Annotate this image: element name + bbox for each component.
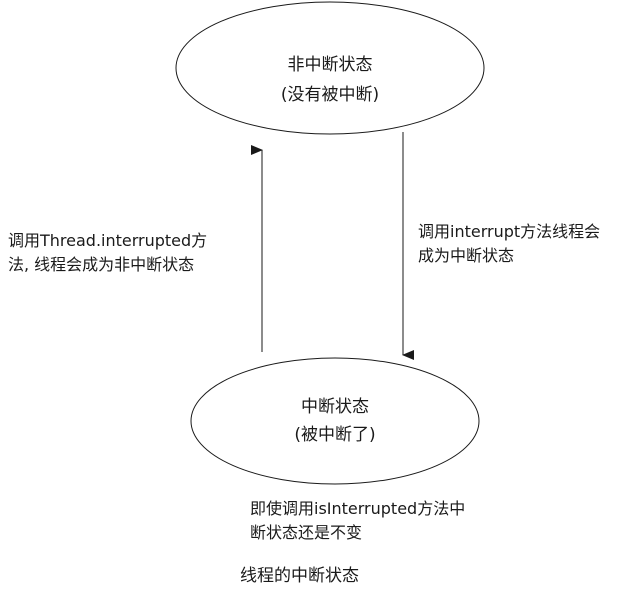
transition-label-interrupt-method-line2: 成为中断状态	[418, 246, 515, 265]
state-non-interrupted-subtitle: (没有被中断)	[281, 85, 379, 105]
transition-label-interrupted-method-line1: 调用Thread.interrupted方	[8, 231, 208, 250]
transition-label-interrupt-method-line1: 调用interrupt方法线程会	[418, 222, 601, 241]
note-isinterrupted-line2: 断状态还是不变	[250, 523, 363, 542]
state-non-interrupted-title: 非中断状态	[288, 55, 373, 75]
state-non-interrupted: 非中断状态 (没有被中断)	[175, 1, 485, 135]
note-isinterrupted: 即使调用isInterrupted方法中 断状态还是不变	[250, 497, 465, 545]
figure-caption: 线程的中断状态	[240, 566, 359, 586]
state-non-interrupted-ellipse	[175, 1, 485, 135]
state-interrupted: 中断状态 (被中断了)	[190, 357, 480, 485]
state-interrupted-ellipse	[190, 357, 480, 485]
transition-label-interrupted-method-line2: 法, 线程会成为非中断状态	[8, 255, 195, 274]
note-isinterrupted-line1: 即使调用isInterrupted方法中	[250, 499, 466, 518]
transition-label-interrupt-method: 调用interrupt方法线程会 成为中断状态	[418, 220, 600, 268]
state-interrupted-subtitle: (被中断了)	[294, 425, 375, 445]
transition-label-interrupted-method: 调用Thread.interrupted方 法, 线程会成为非中断状态	[8, 229, 207, 277]
state-interrupted-title: 中断状态	[301, 397, 369, 417]
